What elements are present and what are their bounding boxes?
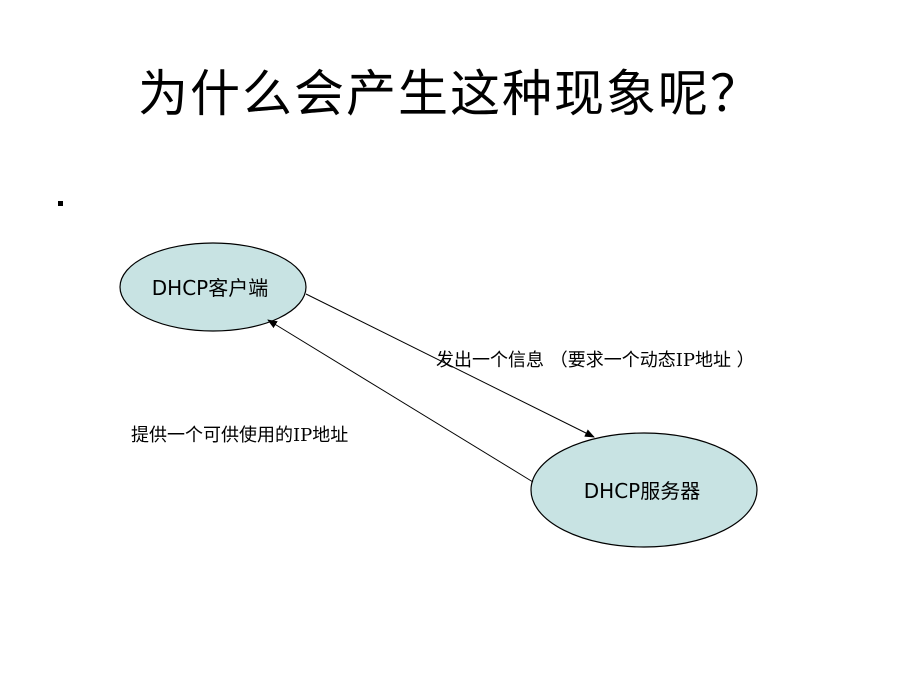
response-arrow bbox=[267, 319, 534, 483]
dhcp-server-label: DHCP服务器 bbox=[584, 479, 700, 503]
request-arrow bbox=[305, 293, 595, 438]
slide-title: 为什么会产生这种现象呢？ bbox=[138, 65, 762, 123]
dhcp-client-label: DHCP客户端 bbox=[152, 276, 268, 300]
response-label: 提供一个可供使用的IP地址 bbox=[131, 425, 348, 446]
request-label: 发出一个信息 （要求一个动态IP地址 ） bbox=[436, 350, 755, 371]
bullet-point bbox=[58, 201, 63, 206]
dhcp-server-node bbox=[530, 432, 758, 548]
dhcp-client-node bbox=[119, 242, 307, 332]
